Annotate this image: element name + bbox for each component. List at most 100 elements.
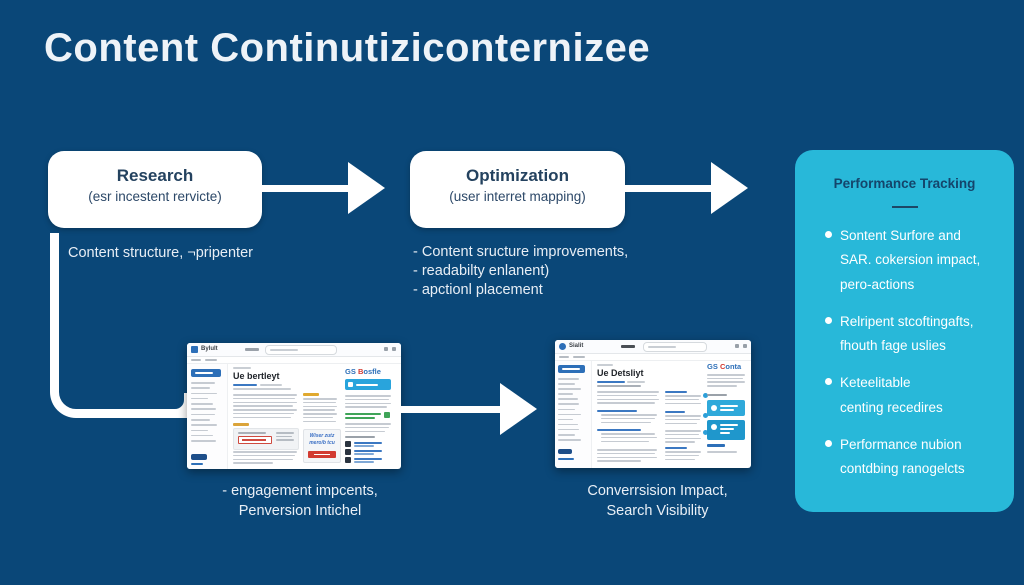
mini-app-link — [354, 450, 382, 452]
mini-logo-icon — [559, 343, 566, 350]
arrow-right-icon — [625, 185, 713, 192]
mini-green-text — [345, 413, 385, 421]
mini-paragraph — [665, 395, 703, 406]
mini-paragraph — [345, 395, 391, 410]
arrow-right-head-icon — [500, 383, 537, 435]
mini-app-icon — [345, 449, 351, 455]
mini-browser-header: Bylult — [187, 343, 401, 357]
optimization-title: Optimization — [466, 166, 569, 185]
mini-callout-text — [276, 432, 296, 443]
optimization-note-line: - Content sructure improvements, — [413, 244, 629, 260]
mini-paragraph — [665, 430, 703, 445]
panel-bullet: Sontent Surfore and SAR. cokersion impac… — [825, 224, 997, 297]
mini-sidebar-badge — [558, 449, 572, 454]
arrow-right-head-icon — [348, 162, 385, 214]
mini-paragraph — [665, 415, 703, 426]
mini-callout-title — [238, 432, 266, 434]
mini-promo-text: Wiser zutz — [309, 433, 335, 439]
mini-logo-icon — [191, 346, 198, 353]
mini-subhead-link — [597, 429, 641, 431]
mini-sidebar-links — [558, 378, 584, 444]
panel-title: Performance Tracking — [833, 176, 976, 191]
mini-paragraph — [665, 451, 703, 462]
mini-app-link — [354, 453, 374, 455]
connector-elbow — [50, 233, 191, 418]
mini-browser-header: Sialit — [555, 340, 751, 354]
mini-app-link — [354, 445, 374, 447]
research-subtitle: (esr incestent rervicte) — [88, 189, 222, 204]
mini-paragraph — [597, 449, 659, 464]
mini-app-link — [354, 461, 374, 463]
mini-breadcrumb — [597, 364, 613, 366]
mini-article-heading: Ue bertleyt — [233, 371, 280, 381]
mini-paragraph — [597, 391, 661, 406]
mini-paragraph — [707, 374, 745, 389]
mini-app-link — [354, 458, 382, 460]
mini-paragraph — [233, 394, 299, 421]
mini-sidebar-badge — [191, 454, 207, 460]
mini-sidebar-link-blue — [191, 463, 203, 465]
performance-tracking-panel: Performance Tracking Sontent Surfore and… — [795, 150, 1014, 512]
panel-bullet: Performance nubion contdbing ranogelcts — [825, 433, 997, 482]
mini-byline-text — [260, 384, 282, 386]
mini-link — [573, 356, 585, 358]
mini-promo-text: mero/b tcu — [309, 439, 335, 446]
panel-bullet: Keteelitable centing recedires — [825, 371, 997, 420]
mini-promo-box: Wiser zutz mero/b tcu — [303, 429, 341, 463]
mini-subhead-link — [597, 410, 637, 412]
mini-check-badge-icon — [384, 412, 390, 418]
mini-sidebar-button — [191, 369, 221, 377]
screenshot2-caption: Converrsision Impact, Search Visibility — [587, 483, 728, 519]
arrow-right-icon — [400, 406, 502, 413]
mini-paragraph — [233, 451, 299, 466]
divider — [555, 360, 751, 361]
mini-byline-link — [233, 384, 257, 386]
mini-byline-link — [597, 381, 625, 383]
mini-section-label-yellow — [303, 393, 319, 396]
mini-info-card — [707, 420, 745, 440]
mini-cta-button — [345, 379, 391, 390]
mini-info-card — [707, 400, 745, 416]
mini-sidebar-button — [558, 365, 585, 373]
mini-logo-text: Sialit — [569, 343, 584, 349]
mini-rating-row — [597, 385, 641, 387]
mini-badge-icon — [703, 413, 708, 418]
optimization-notes: - Content sructure improvements, - reada… — [413, 243, 628, 300]
mini-nav-tab — [245, 348, 259, 351]
mini-meta-line — [233, 388, 291, 390]
mini-sidebar — [187, 364, 228, 469]
mini-subhead-link — [665, 391, 687, 393]
mini-brand-logo: GS Conta — [707, 362, 742, 371]
screenshot1-caption: - engagement impcents, Penversion Intich… — [222, 483, 378, 519]
panel-bullet-list: Sontent Surfore and SAR. cokersion impac… — [825, 224, 997, 495]
mini-toolbar-icon — [384, 347, 388, 351]
mini-search-field — [265, 345, 337, 355]
mini-search-field — [643, 342, 707, 352]
mini-badge-icon — [703, 393, 708, 398]
page-title: Content Continutiziconternizee — [44, 26, 651, 70]
mini-footnote — [707, 451, 737, 453]
flow-box-optimization: Optimization (user interret mapping) — [410, 151, 625, 228]
mini-badge-icon — [703, 430, 708, 435]
mini-promo-button — [308, 451, 336, 458]
mini-link — [559, 356, 569, 358]
panel-divider — [892, 206, 918, 208]
mini-toolbar-icon — [392, 347, 396, 351]
mini-sidebar-links — [191, 382, 221, 446]
mini-section-header — [345, 436, 375, 438]
research-title: Research — [116, 166, 194, 185]
mini-highlighted-button — [238, 436, 272, 444]
research-note: Content structure, ¬pripenter — [68, 245, 253, 261]
mini-section-header — [707, 394, 727, 396]
mini-link — [191, 359, 201, 361]
screenshot-thumb-1: Bylult Ue bertleyt — [187, 343, 401, 469]
mini-toolbar-icon — [743, 344, 747, 348]
mini-article-heading: Ue Detsliyt — [597, 368, 644, 378]
mini-subhead-link — [665, 411, 685, 413]
panel-bullet: Relripent stcoftingafts, fhouth fage usl… — [825, 310, 997, 359]
mini-nav-tab — [621, 345, 635, 348]
mini-callout-box — [233, 428, 299, 450]
divider — [187, 363, 401, 364]
mini-sidebar-link-blue — [558, 458, 574, 460]
mini-breadcrumb — [233, 367, 251, 369]
